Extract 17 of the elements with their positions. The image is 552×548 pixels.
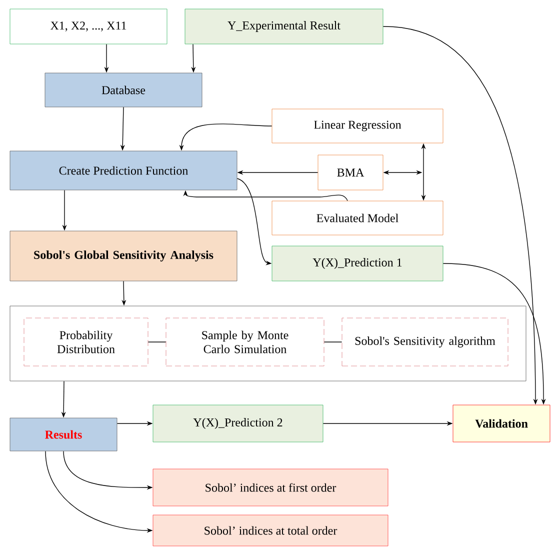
- process-box: Sobol's Global Sensitivity Analysis: [10, 230, 238, 282]
- process-box: Validation: [452, 404, 550, 442]
- step-box: Sobol's Sensitivity algorithm: [342, 318, 508, 366]
- process-box: Create Prediction Function: [10, 150, 238, 190]
- process-box: Sobol’ indices at first order: [152, 468, 388, 506]
- process-box: Y_Experimental Result: [184, 8, 384, 44]
- step-box: Sample by Monte Carlo Simulation: [166, 318, 324, 366]
- process-box: Database: [44, 72, 202, 108]
- process-box: Results: [10, 418, 118, 452]
- process-box: Linear Regression: [272, 108, 444, 144]
- process-box: Sobol’ indices at total order: [152, 514, 388, 546]
- process-box: X1, X2, ..., X11: [10, 8, 168, 44]
- process-box: Y(X)_Prediction 2: [152, 404, 324, 442]
- step-box: Probability Distribution: [24, 318, 148, 366]
- process-box: Evaluated Model: [272, 200, 444, 236]
- process-box: BMA: [318, 154, 384, 190]
- process-box: Y(X)_Prediction 1: [272, 246, 444, 282]
